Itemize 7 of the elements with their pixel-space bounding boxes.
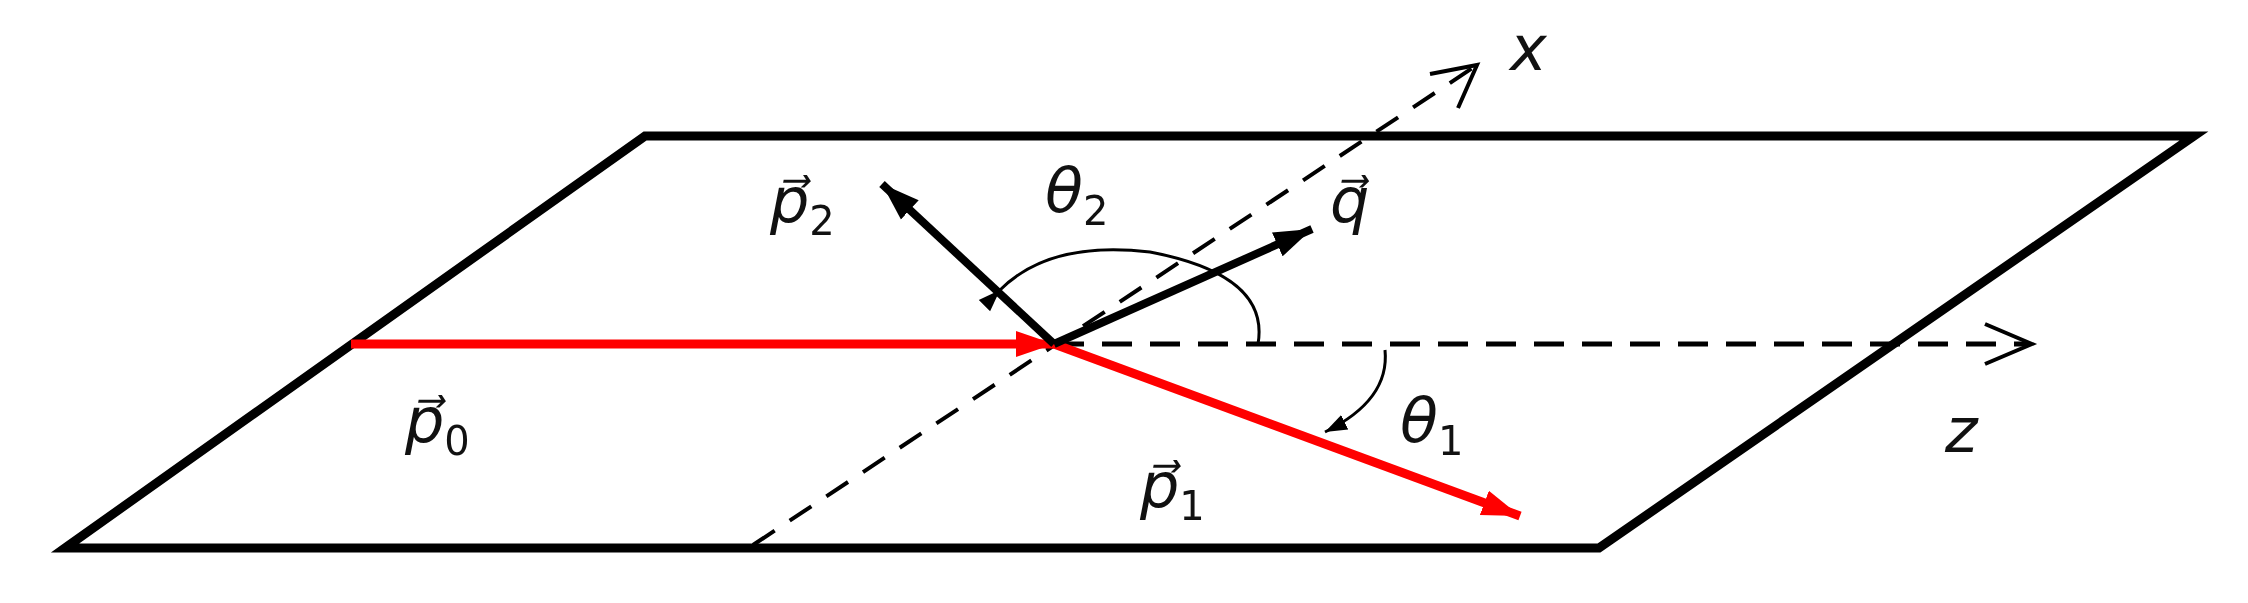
math-label: p⃗$_{1}$	[1140, 455, 1205, 527]
math-label: x	[1510, 18, 1547, 80]
math-label: p⃗$_{0}$	[405, 390, 470, 462]
math-label: θ$_{1}$	[1400, 390, 1464, 462]
math-label: p⃗$_{2}$	[770, 170, 835, 242]
math-label: θ$_{2}$	[1045, 160, 1109, 232]
math-label: z	[1945, 400, 1978, 462]
